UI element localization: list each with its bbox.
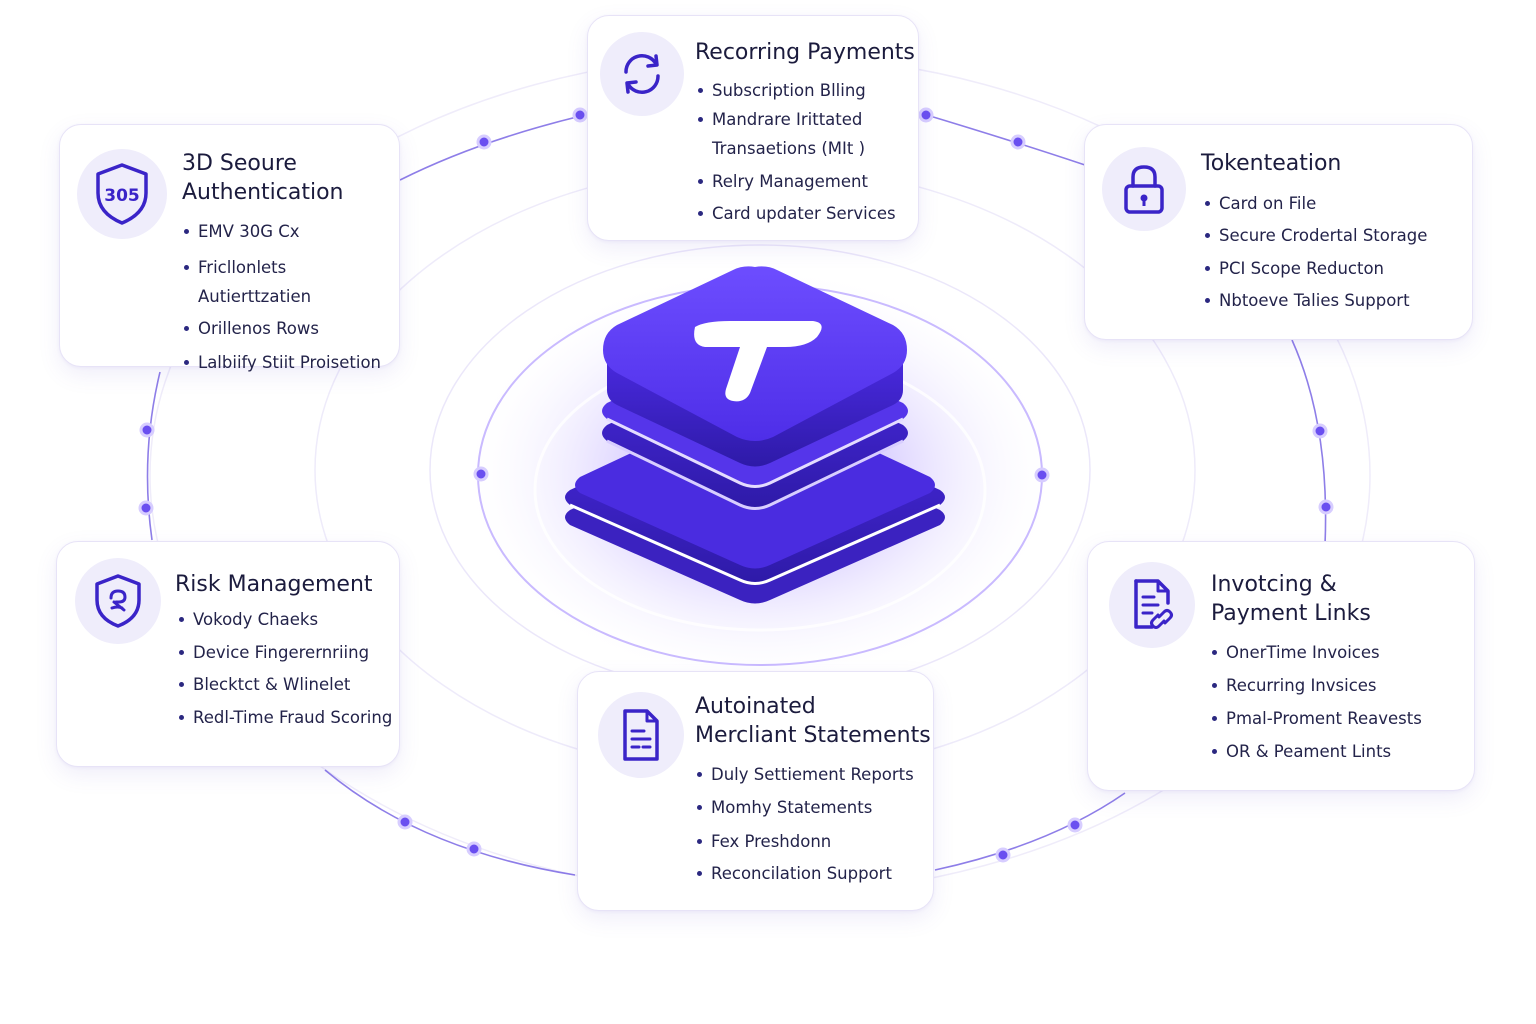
- connector-dot: [138, 500, 154, 516]
- feature-list: Duly Settiement Reports Momhy Statements…: [697, 760, 914, 888]
- card-title: Autoinated Mercliant Statements: [695, 694, 931, 748]
- connector-dot: [139, 422, 155, 438]
- feature-item: PCI Scope Reducton: [1205, 254, 1427, 283]
- feature-item: Card updater Services: [698, 199, 896, 228]
- feature-item: EMV 30G Cx: [184, 217, 399, 246]
- feature-item: Redl-Time Fraud Scoring: [179, 703, 392, 732]
- feature-item: Subscription Blling: [698, 76, 896, 105]
- stacked-layers-cube-icon: [565, 266, 945, 604]
- shield-label: 305: [104, 186, 140, 206]
- icon-circle: [1102, 147, 1186, 231]
- card-tokenization: Tokenteation Card on File Secure Crodert…: [1084, 124, 1473, 340]
- connector-line: [146, 371, 161, 541]
- connector-dot: [995, 847, 1011, 863]
- shield-risk-icon: [95, 574, 141, 628]
- card-3d-secure: 305 3D Seoure Authentication EMV 30G Cx …: [59, 124, 400, 372]
- feature-item: Nbtoeve Talies Support: [1205, 286, 1427, 315]
- icon-circle: [1109, 562, 1195, 648]
- connector-dot: [397, 814, 413, 830]
- feature-item: Vokody Chaeks: [179, 605, 392, 634]
- logo-letter-t: [694, 321, 822, 402]
- card-recurring-payments: Recorring Payments Subscription Blling M…: [587, 15, 919, 241]
- icon-circle: [600, 32, 684, 116]
- connector-dot: [466, 841, 482, 857]
- center-logo-stack: [545, 255, 965, 615]
- feature-item: Card on File: [1205, 189, 1427, 218]
- feature-item: Device Fingerernriing: [179, 638, 392, 667]
- feature-item: Fricllonlets Autierttzatien: [184, 253, 399, 311]
- connector-line: [324, 769, 576, 876]
- card-risk-management: Risk Management Vokody Chaeks Device Fin…: [56, 541, 400, 767]
- refresh-cycle-icon: [624, 54, 660, 94]
- connector-dot: [476, 134, 492, 150]
- card-title: Recorring Payments: [695, 40, 915, 65]
- feature-item: Mandrare Irittated Transaetions (MIt ): [698, 105, 896, 163]
- feature-list: EMV 30G Cx Fricllonlets Autierttzatien O…: [184, 217, 399, 377]
- card-title: Risk Management: [175, 572, 373, 597]
- invoice-link-icon: [1134, 579, 1173, 629]
- feature-list: Vokody Chaeks Device Fingerernriing Blec…: [179, 605, 392, 732]
- connector-line: [934, 792, 1126, 871]
- base-slab-edge: [569, 503, 941, 585]
- connector-line: [399, 114, 586, 181]
- middle-slab-edge: [606, 439, 904, 510]
- feature-list: Card on File Secure Crodertal Storage PC…: [1205, 189, 1427, 315]
- icon-circle: 305: [77, 149, 167, 239]
- feature-item: Orillenos Rows: [184, 314, 399, 343]
- connector-dot: [1318, 499, 1334, 515]
- feature-item: Duly Settiement Reports: [697, 760, 914, 789]
- icon-circle: [75, 558, 161, 644]
- feature-item: Reconcilation Support: [697, 859, 914, 888]
- feature-list: OnerTime Invoices Recurring Invsices Pma…: [1212, 638, 1422, 766]
- card-invoicing: Invotcing & Payment Links OnerTime Invoi…: [1087, 541, 1475, 791]
- shield-305-icon: 305: [96, 163, 148, 225]
- connector-dot: [1312, 423, 1328, 439]
- feature-item: OR & Peament Lints: [1212, 737, 1422, 766]
- feature-list: Subscription Blling Mandrare Irittated T…: [698, 76, 896, 228]
- card-title: 3D Seoure Authentication: [182, 151, 344, 205]
- card-merchant-statements: Autoinated Mercliant Statements Duly Set…: [577, 671, 934, 911]
- connector-dot: [1010, 134, 1026, 150]
- icon-circle: [598, 692, 684, 778]
- feature-item: Fex Preshdonn: [697, 827, 914, 856]
- connector-dot: [1034, 467, 1050, 483]
- card-title: Tokenteation: [1201, 151, 1342, 176]
- feature-item: Lalbiify Stiit Proisetion: [184, 348, 399, 377]
- feature-item: Blecktct & Wlinelet: [179, 670, 392, 699]
- feature-item: Secure Crodertal Storage: [1205, 221, 1427, 250]
- feature-item: OnerTime Invoices: [1212, 638, 1422, 667]
- connector-dot: [473, 466, 489, 482]
- padlock-icon: [1124, 165, 1164, 214]
- card-title: Invotcing & Payment Links: [1211, 572, 1371, 626]
- feature-item: Recurring Invsices: [1212, 671, 1422, 700]
- connector-line: [919, 112, 1086, 166]
- connector-dot: [1067, 817, 1083, 833]
- feature-item: Momhy Statements: [697, 793, 914, 822]
- middle-slab-edge: [606, 417, 904, 488]
- feature-item: Pmal-Proment Reavests: [1212, 704, 1422, 733]
- connector-line: [1291, 339, 1327, 546]
- feature-item: Relry Management: [698, 167, 896, 196]
- document-statement-icon: [623, 709, 659, 761]
- connector-dot: [918, 107, 934, 123]
- connector-dot: [572, 107, 588, 123]
